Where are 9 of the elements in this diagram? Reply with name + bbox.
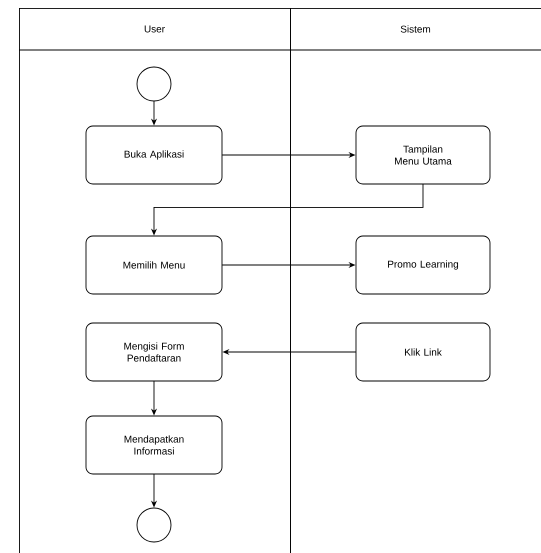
activity-box: Mengisi Form Pendaftaran xyxy=(86,322,222,382)
activity-box: Tampilan Menu Utama xyxy=(356,126,490,184)
activity-box: Mendapatkan Informasi xyxy=(86,416,222,474)
activity-box: Memilih Menu xyxy=(86,236,222,294)
activity-box: Promo Learning xyxy=(356,236,490,294)
circle-node xyxy=(136,508,172,542)
activity-box: Buka Aplikasi xyxy=(86,126,222,184)
circle-node xyxy=(136,66,172,102)
activity-box: Klik Link xyxy=(356,322,490,382)
